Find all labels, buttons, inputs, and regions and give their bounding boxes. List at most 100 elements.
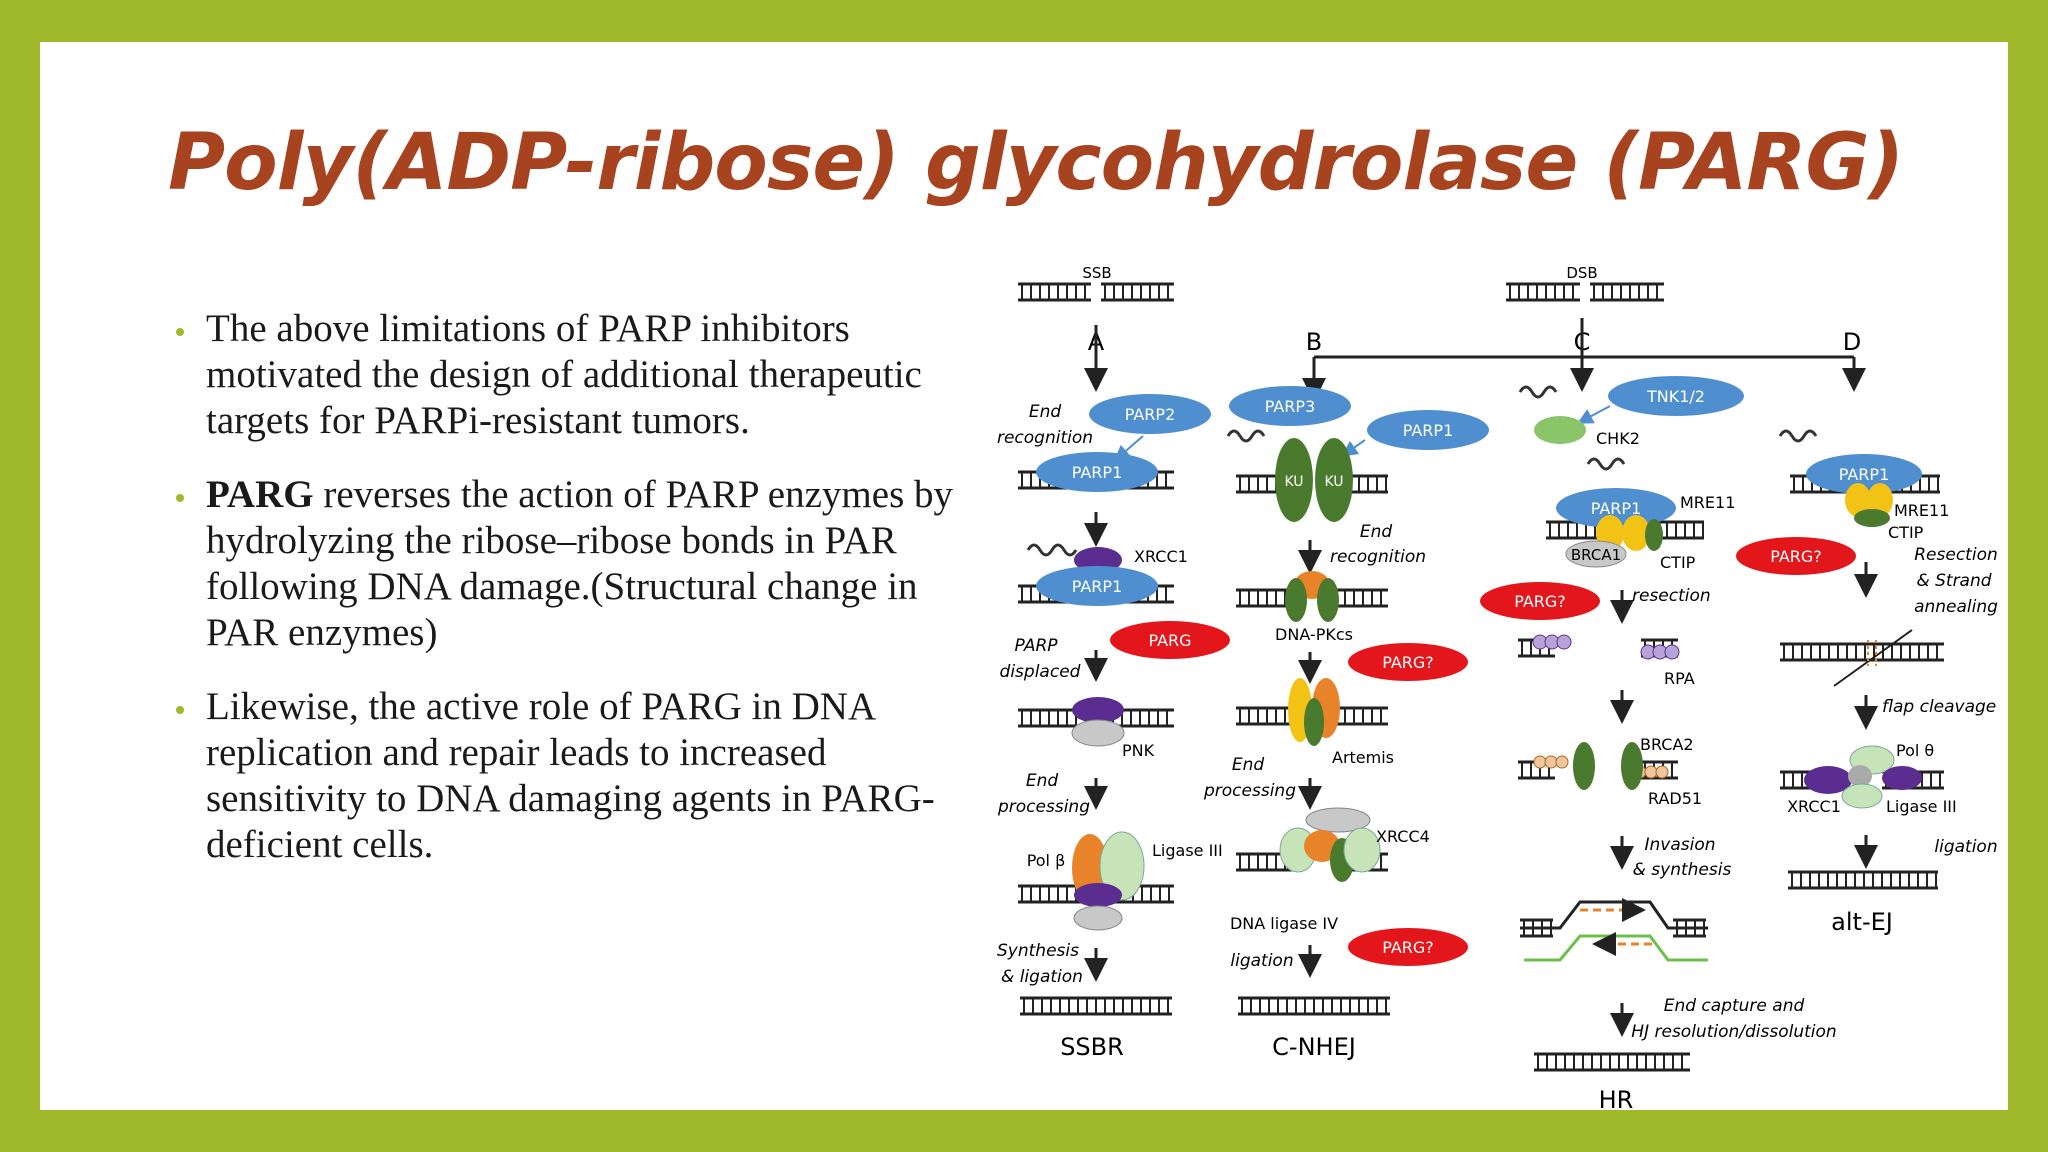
d-flap-label: flap cleavage <box>1882 697 1996 717</box>
bullet-text: Likewise, the active role of PARG in DNA… <box>206 685 935 866</box>
c-brca2-green-r <box>1621 742 1643 790</box>
a-grey-2 <box>1073 905 1123 931</box>
c-brca1-label: BRCA1 <box>1571 546 1621 564</box>
c-rad51-beads <box>1533 755 1669 779</box>
a-parp1-ellipse <box>1036 452 1158 492</box>
a-pnk-label: PNK <box>1122 741 1155 760</box>
branch-d-label: D <box>1843 328 1861 356</box>
b-parp1-label: PARP1 <box>1403 421 1454 440</box>
a-polb-label: Pol β <box>1027 851 1066 870</box>
d-parg-q-ellipse <box>1736 537 1856 575</box>
a-par-chain-icon <box>1026 543 1078 557</box>
b-ligation-label: ligation <box>1230 951 1293 971</box>
a-parp-displaced-label: displaced <box>1000 662 1081 682</box>
d-poltheta-label: Pol θ <box>1896 741 1934 760</box>
branch-lines <box>1084 318 1878 1037</box>
a-xrcc1-purple <box>1072 697 1124 723</box>
b-xrcc4-grey <box>1305 807 1371 833</box>
c-chk2-green <box>1534 416 1586 444</box>
bullet-text: The above limitations of PARP inhibitors… <box>206 307 922 442</box>
c-mre11-yellow-r <box>1622 515 1650 551</box>
c-tnk-ellipse <box>1608 376 1744 416</box>
b-dnaligase4-label: DNA ligase IV <box>1230 914 1338 933</box>
d-parp1-ellipse <box>1806 454 1922 494</box>
c-resection-label: resection <box>1632 586 1711 606</box>
b-end-recognition-label: recognition <box>1330 547 1426 567</box>
b-artemis-label: Artemis <box>1332 748 1394 767</box>
b-parg-q1-label: PARG? <box>1382 653 1434 672</box>
branch-b-label: B <box>1306 328 1322 356</box>
c-parp1-ellipse <box>1556 488 1676 528</box>
d-ctip-green <box>1854 509 1890 527</box>
a-result-ssbr: SSBR <box>1060 1033 1124 1061</box>
d-par-chain-icon <box>1778 429 1818 443</box>
c-end-capture-label: End capture and <box>1664 996 1805 1016</box>
d-purple-2 <box>1882 766 1922 790</box>
c-result-hr: HR <box>1599 1086 1634 1114</box>
b-ku-label: KU <box>1324 474 1343 490</box>
bullet-list: The above limitations of PARP inhibitors… <box>176 306 986 896</box>
a-xrcc1-purple-2 <box>1074 883 1122 907</box>
a-end-recognition-label: recognition <box>997 428 1093 448</box>
b-result-cnhej: C-NHEJ <box>1272 1033 1356 1061</box>
d-mre11-yellow-r <box>1867 483 1893 517</box>
c-rpa-beads <box>1532 634 1680 660</box>
c-brca1-grey <box>1565 540 1627 568</box>
b-ku-right <box>1315 438 1353 522</box>
b-lig-lightgreen-2 <box>1343 827 1381 873</box>
bullet-item: PARG reverses the action of PARP enzymes… <box>176 472 986 656</box>
d-mre11-label: MRE11 <box>1894 501 1949 520</box>
c-invasion-label: & synthesis <box>1633 860 1732 880</box>
c-rpa-label: RPA <box>1664 669 1695 688</box>
b-dnapkcs-label: DNA-PKcs <box>1275 625 1353 644</box>
c-parg-q-label: PARG? <box>1514 592 1566 611</box>
a-parg-ellipse <box>1110 621 1230 659</box>
b-artemis-green <box>1304 698 1324 746</box>
c-rad51-label: RAD51 <box>1648 789 1702 808</box>
d-orange-ticks <box>1867 640 1877 666</box>
d-resection-label: & Strand <box>1916 571 1991 591</box>
b-parg-q2-ellipse <box>1348 928 1468 966</box>
b-xrcc4-label: XRCC4 <box>1376 827 1430 846</box>
b-par-chain-icon <box>1226 429 1266 443</box>
b-parp3-label: PARP3 <box>1265 397 1316 416</box>
a-end-recognition-label: End <box>1029 402 1062 422</box>
c-ctip-label: CTIP <box>1660 553 1696 572</box>
c-chk2-label: CHK2 <box>1596 429 1640 448</box>
d-mre11-yellow-l <box>1845 483 1871 517</box>
bullet-dot-icon <box>176 328 184 336</box>
a-synthesis-label: & ligation <box>1001 967 1083 987</box>
c-par-chain-icon <box>1518 385 1558 399</box>
d-ligation-label: ligation <box>1934 837 1997 857</box>
a-xrcc1-label: XRCC1 <box>1134 547 1188 566</box>
c-parg-q-ellipse <box>1480 582 1600 620</box>
c-tnk-label: TNK1/2 <box>1646 387 1705 406</box>
b-ku-left <box>1275 438 1313 522</box>
dsb-label: DSB <box>1566 264 1597 282</box>
b-dnapkcs-green-l <box>1285 578 1307 622</box>
d-grey <box>1848 765 1872 787</box>
bullet-item: Likewise, the active role of PARG in DNA… <box>176 684 986 868</box>
d-resection-label: annealing <box>1914 597 1998 617</box>
a-end-processing-label: End <box>1026 771 1059 791</box>
a-parp2-label: PARP2 <box>1125 405 1176 424</box>
bullet-dot-icon <box>176 706 184 714</box>
dna-repair-pathways-diagram: SSB DSB A B C D End recognition PARP2 PA… <box>997 264 1998 1114</box>
a-end-processing-label: processing <box>997 797 1090 817</box>
b-parp1-ellipse <box>1367 410 1489 450</box>
b-parp3-ellipse <box>1229 386 1351 426</box>
d-result-altej: alt-EJ <box>1831 908 1893 936</box>
c-mre11-label: MRE11 <box>1680 493 1735 512</box>
b-end-recognition-label: End <box>1360 522 1393 542</box>
d-parg-q-label: PARG? <box>1770 547 1822 566</box>
a-ligase3-label: Ligase III <box>1152 841 1223 860</box>
a-parp1-label: PARP1 <box>1072 463 1123 482</box>
b-parg-q1-ellipse <box>1348 643 1468 681</box>
d-xrcc1-label: XRCC1 <box>1787 797 1841 816</box>
b-ku-label: KU <box>1284 474 1303 490</box>
a-parp1b-label: PARP1 <box>1072 577 1123 596</box>
a-pnk-grey <box>1071 719 1125 747</box>
d-parp1-label: PARP1 <box>1839 465 1890 484</box>
b-parg-q2-label: PARG? <box>1382 938 1434 957</box>
a-synthesis-label: Synthesis <box>997 941 1079 961</box>
